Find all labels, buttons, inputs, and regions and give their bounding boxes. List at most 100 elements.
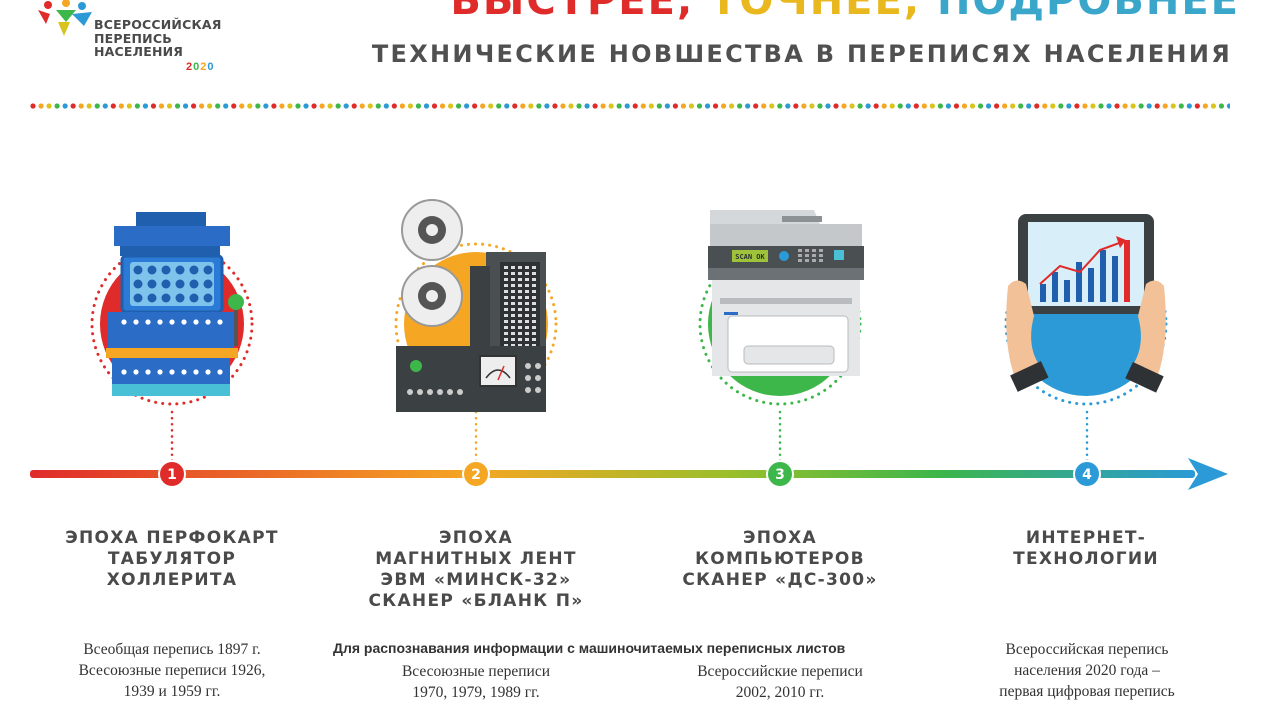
- divider-dot: [142, 103, 149, 109]
- panel-button: [798, 254, 802, 257]
- divider-dot: [271, 103, 277, 109]
- divider-dot: [592, 103, 598, 109]
- step-1-desc-line: Всеобщая перепись 1897 г.: [83, 641, 261, 658]
- key: [145, 369, 151, 375]
- divider-dot: [78, 103, 84, 109]
- led: [511, 308, 515, 311]
- step-2-desc-line: Всесоюзные переписи: [401, 663, 551, 680]
- divider-dot: [664, 103, 670, 109]
- led: [532, 278, 536, 281]
- led: [532, 320, 536, 323]
- divider-dot: [46, 103, 52, 109]
- divider-dot: [1114, 103, 1120, 109]
- logo-line-2: ПЕРЕПИСЬ: [94, 30, 172, 46]
- led: [525, 344, 529, 347]
- step-number-4: 4: [1082, 467, 1092, 483]
- led: [532, 332, 536, 335]
- divider-dot: [311, 103, 317, 109]
- dial: [147, 279, 157, 289]
- panel-button: [812, 259, 816, 262]
- led: [518, 290, 522, 293]
- divider-dot: [817, 103, 823, 109]
- step-marker-1: 1: [157, 459, 187, 494]
- led: [511, 272, 515, 275]
- divider-dot: [841, 103, 847, 109]
- divider-dot: [528, 103, 534, 109]
- divider-dot: [359, 103, 365, 109]
- divider-dot: [865, 103, 871, 109]
- divider-dot: [415, 103, 422, 109]
- step-1-title: ЭПОХА ПЕРФОКАРТ ТАБУЛЯТОР ХОЛЛЕРИТА: [40, 528, 304, 591]
- divider-dot: [1090, 103, 1096, 109]
- step-3-title-line: КОМПЬЮТЕРОВ: [695, 549, 865, 569]
- led: [504, 308, 508, 311]
- led: [511, 338, 515, 341]
- divider-dot: [383, 103, 389, 109]
- divider-dot: [1210, 103, 1217, 109]
- step-3-title-line: СКАНЕР «ДС-300»: [682, 570, 878, 590]
- knob: [535, 387, 541, 393]
- divider-dot: [897, 103, 903, 109]
- panel-button: [805, 254, 809, 257]
- divider-dot: [873, 103, 879, 109]
- panel-button: [812, 249, 816, 252]
- divider-dot: [431, 103, 438, 109]
- divider-dot: [1026, 103, 1032, 109]
- key: [157, 369, 163, 375]
- divider-dot: [536, 103, 542, 109]
- led: [511, 344, 515, 347]
- divider-dot: [1066, 103, 1072, 109]
- divider-dot: [640, 103, 646, 109]
- dial: [161, 293, 171, 303]
- key: [145, 319, 151, 325]
- divider-dot: [399, 103, 405, 109]
- tabulator-illustration: [90, 212, 254, 406]
- knob: [427, 389, 433, 395]
- divider-dot: [913, 103, 919, 109]
- knob: [417, 389, 423, 395]
- divider-dot: [905, 103, 911, 109]
- led: [511, 266, 515, 269]
- dial: [189, 279, 199, 289]
- led: [504, 266, 508, 269]
- led: [525, 284, 529, 287]
- divider-dot: [600, 103, 606, 109]
- divider-dot: [134, 103, 140, 109]
- step-4-desc-line: населения 2020 года –: [1014, 662, 1160, 679]
- divider-dot: [576, 103, 582, 109]
- led: [511, 284, 515, 287]
- divider-dot: [231, 103, 237, 109]
- step-3-desc-line: 2002, 2010 гг.: [735, 684, 825, 701]
- divider-dot: [552, 103, 558, 109]
- dial: [133, 293, 143, 303]
- divider-dot: [929, 103, 935, 109]
- led: [504, 272, 508, 275]
- scanner-screen-text: SCAN OK: [735, 253, 765, 261]
- step-2-title-line: СКАНЕР «БЛАНК П»: [368, 591, 584, 611]
- led: [511, 320, 515, 323]
- key: [121, 369, 127, 375]
- divider-dot: [496, 103, 502, 109]
- logo-year: 2020: [186, 61, 215, 73]
- divider-dot: [704, 103, 711, 109]
- panel-button: [798, 259, 802, 262]
- led: [532, 296, 536, 299]
- knob: [525, 363, 531, 369]
- dial: [203, 265, 213, 275]
- divider-dot: [777, 103, 783, 109]
- led: [504, 302, 508, 305]
- divider-dot: [102, 103, 108, 109]
- led: [532, 272, 536, 275]
- panel-button: [805, 249, 809, 252]
- led: [504, 344, 508, 347]
- step-1-desc-line: 1939 и 1959 гг.: [123, 683, 221, 700]
- divider-dot: [1146, 103, 1152, 109]
- divider-dot: [1082, 103, 1088, 109]
- divider-dot: [1202, 103, 1208, 109]
- divider-dot: [825, 103, 831, 109]
- divider-dot: [720, 103, 727, 109]
- divider-dot: [1106, 103, 1112, 109]
- step-2-desc-line: 1970, 1979, 1989 гг.: [412, 684, 540, 701]
- divider-dot: [1194, 103, 1200, 109]
